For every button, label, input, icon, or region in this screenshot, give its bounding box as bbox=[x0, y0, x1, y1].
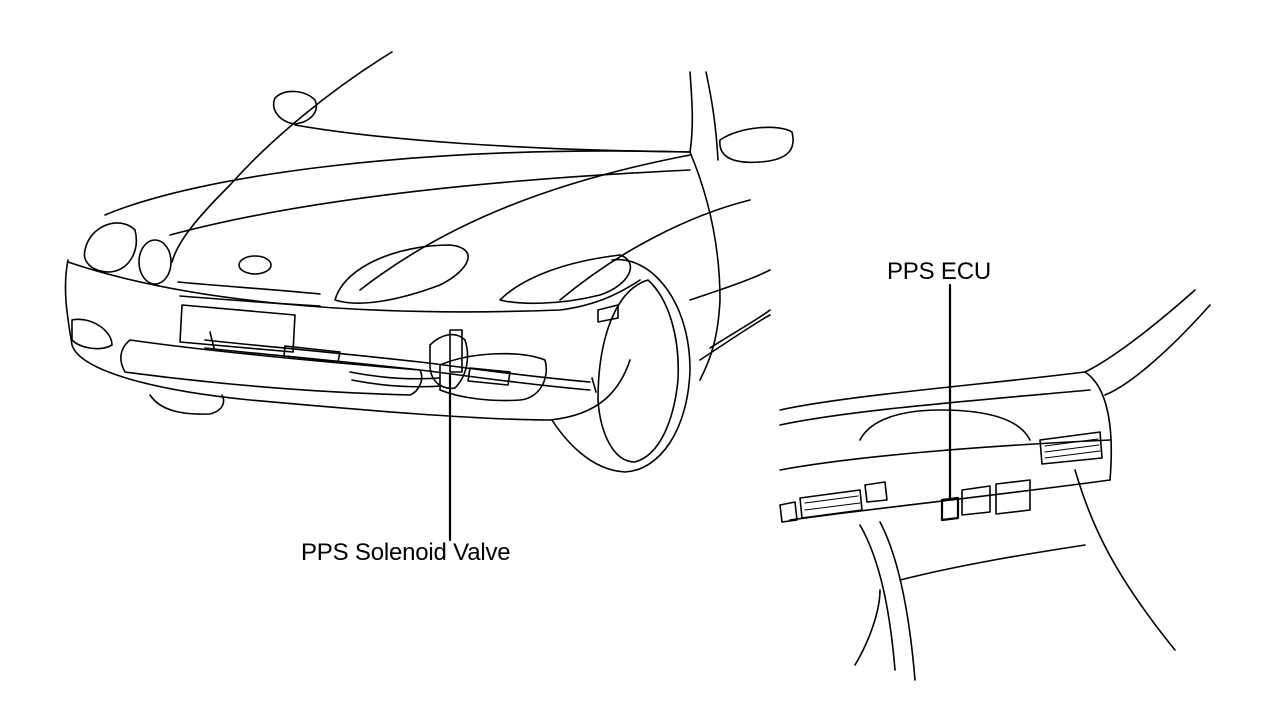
ecu-label: PPS ECU bbox=[887, 258, 991, 285]
hood-center bbox=[359, 154, 691, 291]
steering-rack-tube-2 bbox=[204, 347, 591, 391]
knee-panel bbox=[854, 589, 881, 666]
fog-light-right bbox=[439, 352, 547, 402]
door-sill-2 bbox=[709, 309, 771, 349]
console-left bbox=[859, 524, 896, 671]
dash-top-2 bbox=[779, 389, 1091, 426]
tie-rod-right bbox=[591, 377, 597, 393]
vent-right-slats bbox=[1044, 438, 1101, 459]
hood-crease bbox=[169, 169, 691, 236]
fog-light-left bbox=[71, 318, 113, 350]
valve-body bbox=[449, 329, 463, 373]
rack-boot-left bbox=[283, 345, 341, 363]
a-pillar-inner bbox=[1104, 304, 1211, 396]
windshield-lower bbox=[1084, 289, 1196, 373]
car-illustration bbox=[64, 51, 794, 542]
bumper-top bbox=[67, 261, 641, 313]
front-fender bbox=[689, 151, 721, 381]
hood-left-edge bbox=[171, 51, 393, 263]
vent-far-left bbox=[779, 501, 798, 523]
dashboard-illustration bbox=[779, 283, 1211, 681]
relay-2 bbox=[995, 479, 1031, 515]
dash-face-top bbox=[779, 439, 1111, 471]
license-plate bbox=[179, 304, 296, 353]
a-pillar bbox=[689, 71, 694, 153]
front-bumper bbox=[64, 259, 631, 421]
pipes bbox=[349, 371, 441, 380]
left-mirror bbox=[273, 90, 317, 125]
steering-rack-tube bbox=[204, 339, 591, 383]
door-sill bbox=[699, 314, 771, 361]
dash-right-edge bbox=[1084, 371, 1113, 481]
right-mirror bbox=[719, 126, 794, 164]
relay-1 bbox=[961, 485, 991, 516]
vent-right bbox=[1039, 431, 1103, 465]
a-pillar-right bbox=[705, 71, 719, 161]
front-tire-inner bbox=[597, 279, 680, 463]
right-headlight bbox=[334, 244, 469, 304]
spoiler bbox=[149, 394, 225, 415]
pipes-2 bbox=[351, 379, 443, 388]
windshield-base bbox=[294, 124, 691, 153]
switch-panel bbox=[864, 481, 888, 503]
dash-lower bbox=[899, 544, 1086, 581]
console-right bbox=[1074, 469, 1176, 651]
vent-left-slats bbox=[804, 495, 861, 511]
side-marker bbox=[597, 304, 619, 323]
solenoid-valve-label: PPS Solenoid Valve bbox=[301, 539, 511, 566]
front-tire-outer bbox=[551, 258, 691, 473]
left-headlight bbox=[83, 222, 137, 273]
fender-line bbox=[559, 199, 751, 301]
ecu-box bbox=[940, 496, 960, 522]
console-left-2 bbox=[879, 521, 916, 681]
dash-top bbox=[779, 371, 1086, 411]
gear-housing bbox=[429, 333, 469, 390]
door-line bbox=[689, 269, 771, 301]
tie-rod-left bbox=[209, 331, 215, 349]
right-headlight-outer bbox=[499, 254, 632, 305]
left-fog-round bbox=[138, 239, 172, 285]
rack-boot-right bbox=[467, 367, 511, 386]
emblem bbox=[238, 255, 272, 275]
cluster-hood bbox=[859, 409, 1031, 441]
lower-intake bbox=[120, 339, 423, 396]
hood-front bbox=[104, 150, 691, 216]
grille-top bbox=[177, 281, 321, 295]
vent-left bbox=[799, 489, 863, 519]
